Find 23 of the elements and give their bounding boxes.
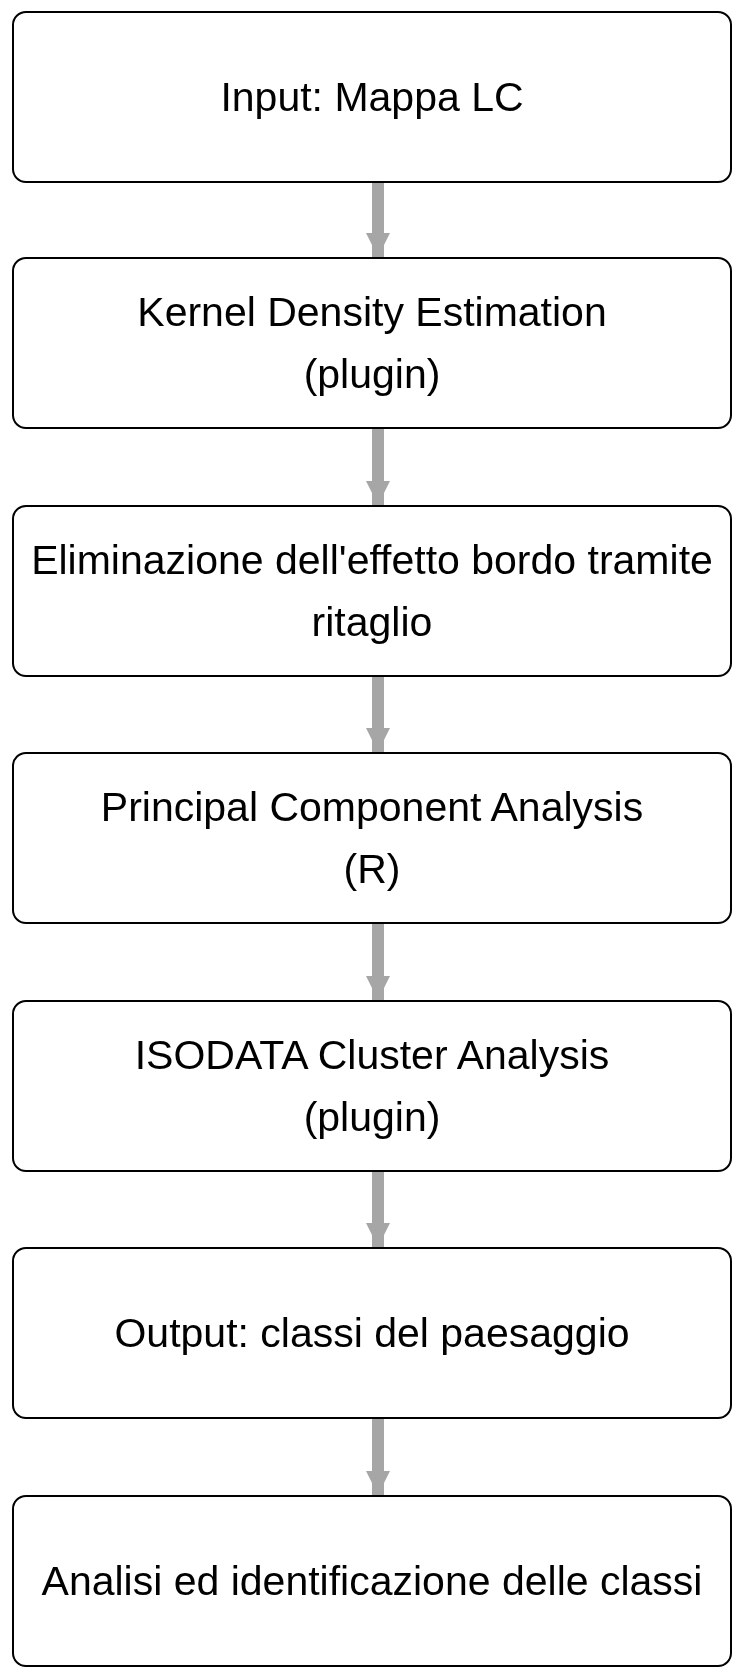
process-box bbox=[12, 752, 732, 924]
process-box bbox=[12, 11, 732, 183]
process-box bbox=[12, 1247, 732, 1419]
process-box bbox=[12, 257, 732, 429]
step-text: Principal Component Analysis bbox=[100, 783, 644, 832]
arrow bbox=[366, 1419, 390, 1495]
step-text: Output: classi del paesaggio bbox=[114, 1309, 630, 1358]
step-text: Eliminazione dell'effetto bordo tramite ritaglio bbox=[30, 536, 714, 647]
arrow bbox=[366, 429, 390, 505]
arrow bbox=[366, 1172, 390, 1247]
process-box bbox=[12, 1000, 732, 1172]
step-text: Analisi ed identificazione delle classi bbox=[41, 1557, 703, 1606]
step-text: (plugin) bbox=[303, 350, 441, 399]
arrow bbox=[366, 183, 390, 257]
process-box bbox=[12, 505, 732, 677]
arrow bbox=[366, 924, 390, 1000]
process-box bbox=[12, 1495, 732, 1667]
arrow bbox=[366, 677, 390, 752]
step-text: (plugin) bbox=[303, 1093, 441, 1142]
step-text: ISODATA Cluster Analysis bbox=[134, 1031, 610, 1080]
step-text: Input: Mappa LC bbox=[220, 73, 524, 122]
step-text: (R) bbox=[343, 845, 401, 894]
step-text: Kernel Density Estimation bbox=[137, 288, 607, 337]
